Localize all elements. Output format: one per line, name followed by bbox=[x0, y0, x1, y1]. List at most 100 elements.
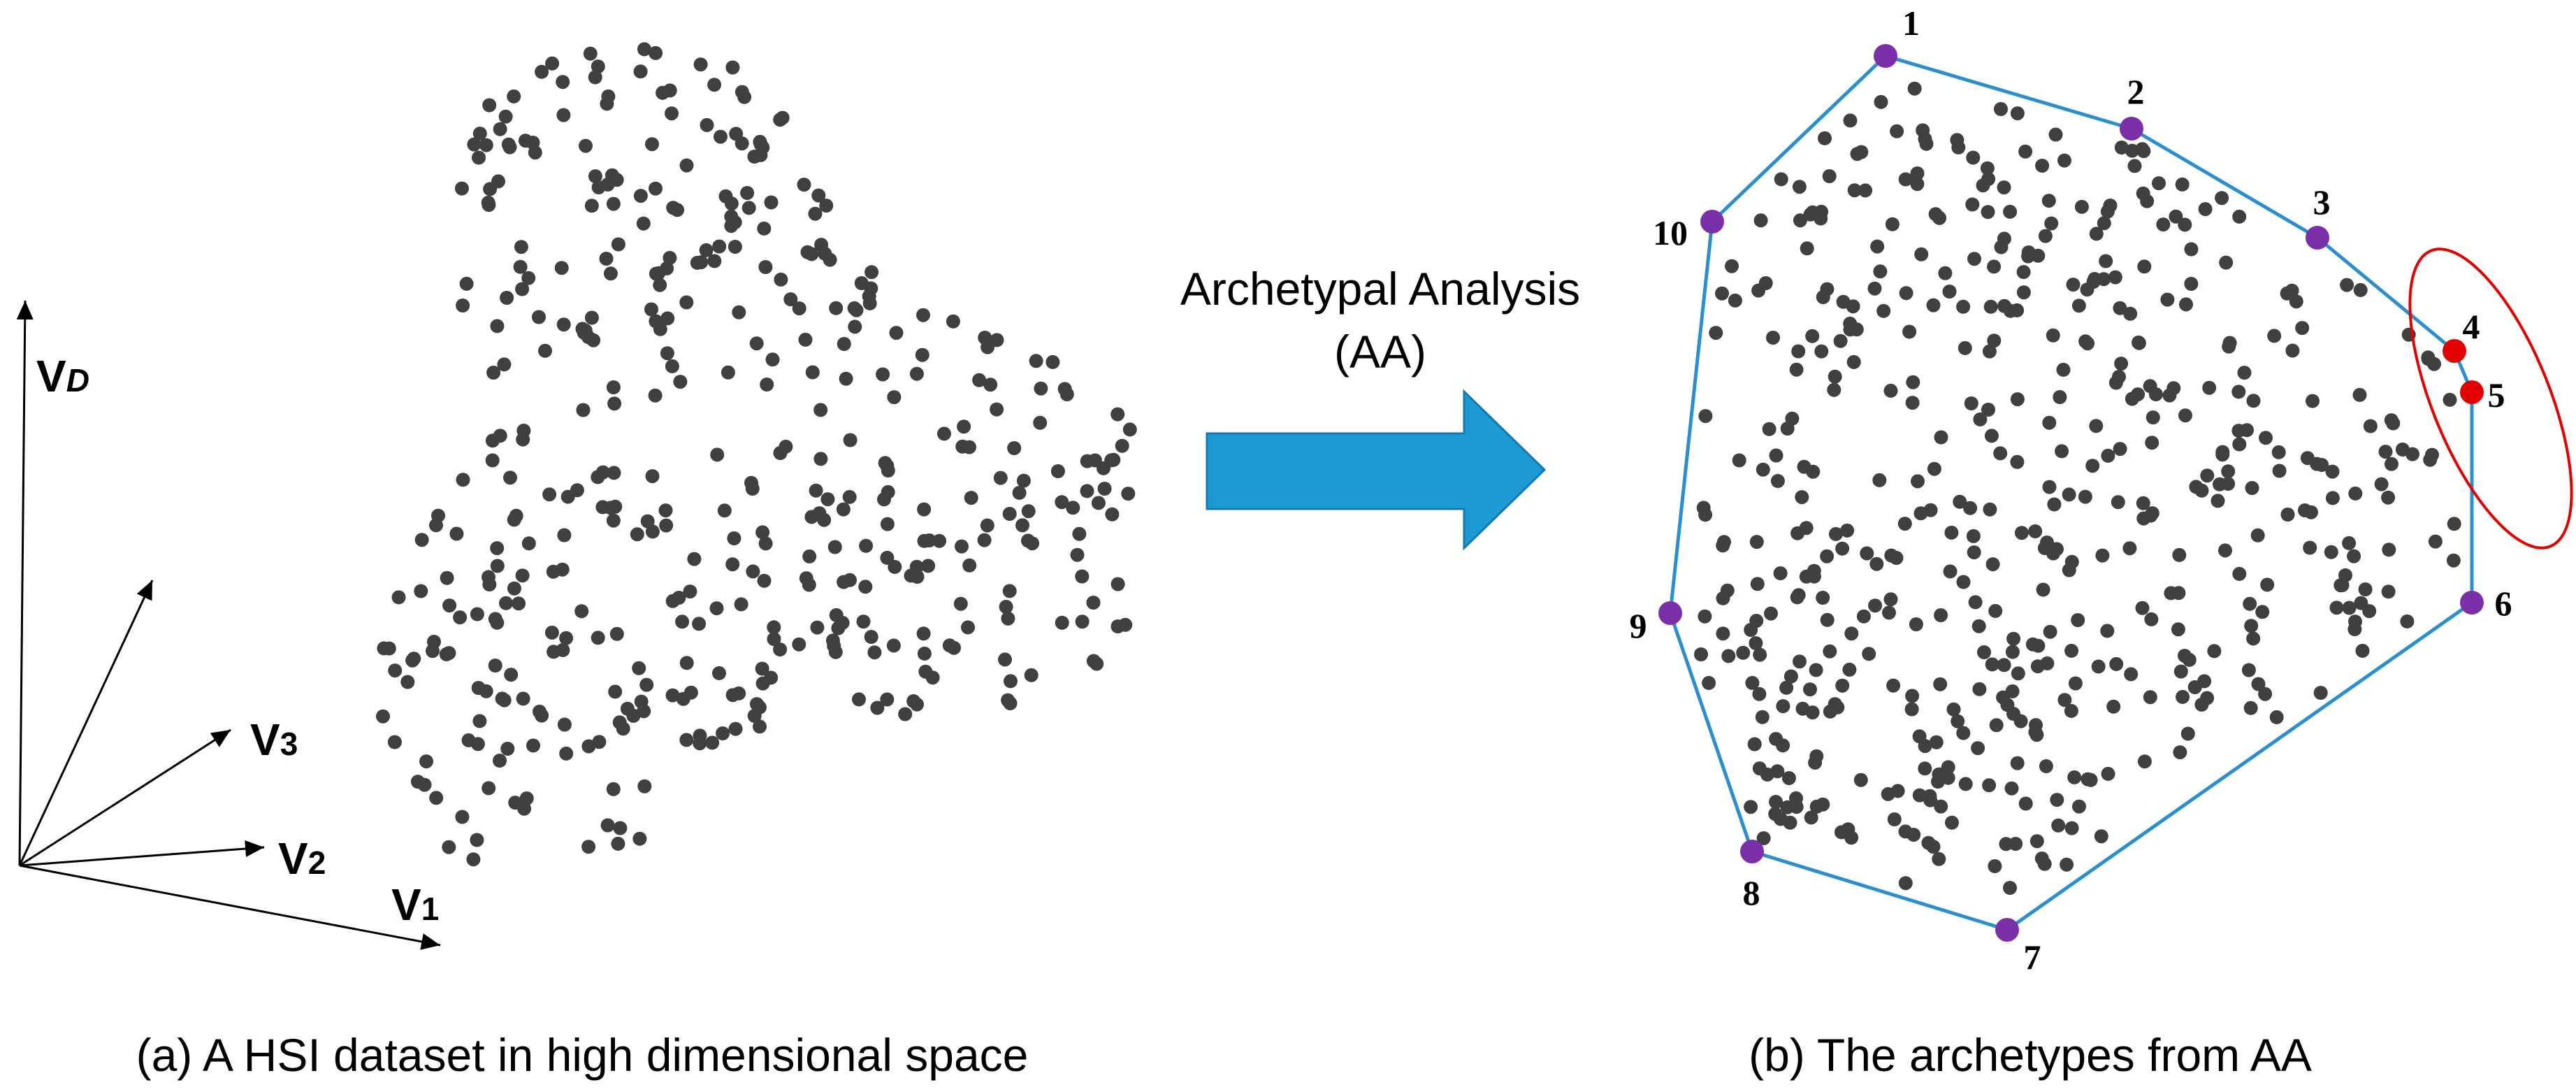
data-point bbox=[2313, 686, 2328, 700]
data-point bbox=[2067, 770, 2082, 784]
data-point bbox=[820, 492, 835, 507]
data-point bbox=[636, 216, 651, 231]
data-point bbox=[2210, 494, 2225, 508]
data-point bbox=[2374, 477, 2389, 491]
data-point bbox=[946, 314, 960, 329]
data-point bbox=[1982, 344, 1997, 359]
data-point bbox=[802, 549, 817, 563]
data-point bbox=[1055, 495, 1069, 510]
data-point bbox=[693, 57, 708, 72]
data-point bbox=[639, 677, 654, 692]
data-point bbox=[1753, 647, 1767, 662]
data-point bbox=[825, 633, 840, 648]
data-point bbox=[881, 484, 895, 499]
data-point bbox=[1914, 247, 1929, 261]
data-point bbox=[2029, 834, 2044, 849]
data-point bbox=[2046, 546, 2060, 561]
data-point bbox=[1870, 239, 1885, 254]
arrow-label-line1: Archetypal Analysis bbox=[1180, 263, 1580, 315]
data-point bbox=[2078, 334, 2093, 349]
data-point bbox=[705, 735, 720, 750]
data-point bbox=[1066, 501, 1080, 515]
data-point bbox=[2089, 227, 2104, 241]
data-point bbox=[456, 299, 470, 312]
data-point bbox=[2072, 799, 2086, 814]
data-point bbox=[2029, 728, 2044, 742]
data-point bbox=[2057, 153, 2071, 168]
data-point bbox=[827, 540, 842, 554]
data-point bbox=[2178, 408, 2192, 423]
data-point bbox=[414, 584, 428, 598]
data-point bbox=[1905, 396, 1920, 410]
data-point bbox=[729, 127, 744, 141]
data-point bbox=[1091, 496, 1106, 510]
data-point bbox=[559, 631, 574, 645]
data-point bbox=[2028, 524, 2043, 538]
data-point bbox=[2100, 624, 2115, 638]
data-point bbox=[2385, 457, 2398, 471]
data-point bbox=[648, 388, 663, 403]
data-point bbox=[980, 518, 994, 533]
data-point bbox=[2180, 726, 2195, 741]
data-point bbox=[2011, 666, 2025, 681]
data-point bbox=[836, 502, 851, 517]
data-point bbox=[679, 158, 694, 173]
data-point bbox=[486, 366, 501, 380]
data-point bbox=[2006, 631, 2021, 646]
data-point bbox=[2162, 388, 2177, 403]
data-point bbox=[2101, 448, 2115, 463]
data-point bbox=[456, 473, 470, 487]
data-point bbox=[645, 469, 660, 484]
data-point bbox=[2325, 464, 2340, 479]
data-point bbox=[1820, 282, 1835, 296]
data-point bbox=[1818, 131, 1832, 145]
data-point bbox=[1768, 807, 1783, 821]
data-point bbox=[579, 138, 593, 153]
data-point bbox=[2342, 601, 2357, 615]
data-point bbox=[1736, 645, 1751, 660]
data-point bbox=[500, 291, 514, 305]
data-point bbox=[1941, 760, 1955, 775]
data-point bbox=[2113, 442, 2127, 457]
data-point bbox=[2066, 278, 2081, 292]
data-point bbox=[1868, 598, 1883, 613]
data-point bbox=[1971, 619, 1986, 633]
data-point bbox=[1791, 344, 1806, 359]
data-point bbox=[2259, 431, 2273, 445]
data-point bbox=[753, 719, 767, 734]
data-point bbox=[1814, 204, 1829, 219]
data-point bbox=[1732, 453, 1746, 468]
data-point bbox=[1843, 113, 1858, 128]
data-point bbox=[1779, 680, 1794, 695]
data-point bbox=[637, 42, 651, 57]
data-point bbox=[1823, 644, 1837, 659]
data-point bbox=[663, 250, 677, 265]
data-point bbox=[760, 378, 774, 391]
data-point bbox=[556, 317, 571, 332]
data-point bbox=[630, 527, 644, 542]
data-point bbox=[1792, 180, 1807, 194]
data-point bbox=[888, 559, 902, 574]
data-point bbox=[915, 347, 929, 362]
axis-v2-line bbox=[19, 840, 265, 867]
data-point bbox=[1883, 592, 1898, 607]
data-point bbox=[2042, 415, 2057, 430]
data-point bbox=[1836, 294, 1851, 309]
axis-v3-label: V3 bbox=[250, 714, 298, 765]
data-point bbox=[2136, 186, 2150, 201]
data-point bbox=[804, 510, 819, 524]
data-point bbox=[2178, 217, 2192, 232]
data-point bbox=[2171, 586, 2186, 601]
data-point bbox=[2232, 437, 2247, 452]
data-point bbox=[461, 733, 476, 747]
data-point bbox=[2123, 306, 2138, 321]
data-point bbox=[1086, 596, 1101, 610]
data-point bbox=[472, 127, 487, 141]
data-point bbox=[1862, 647, 1876, 661]
data-point bbox=[542, 487, 557, 502]
data-point bbox=[1090, 656, 1104, 671]
data-point bbox=[1898, 876, 1913, 891]
data-point bbox=[1793, 654, 1807, 669]
data-point bbox=[683, 584, 697, 599]
data-point bbox=[835, 615, 850, 630]
